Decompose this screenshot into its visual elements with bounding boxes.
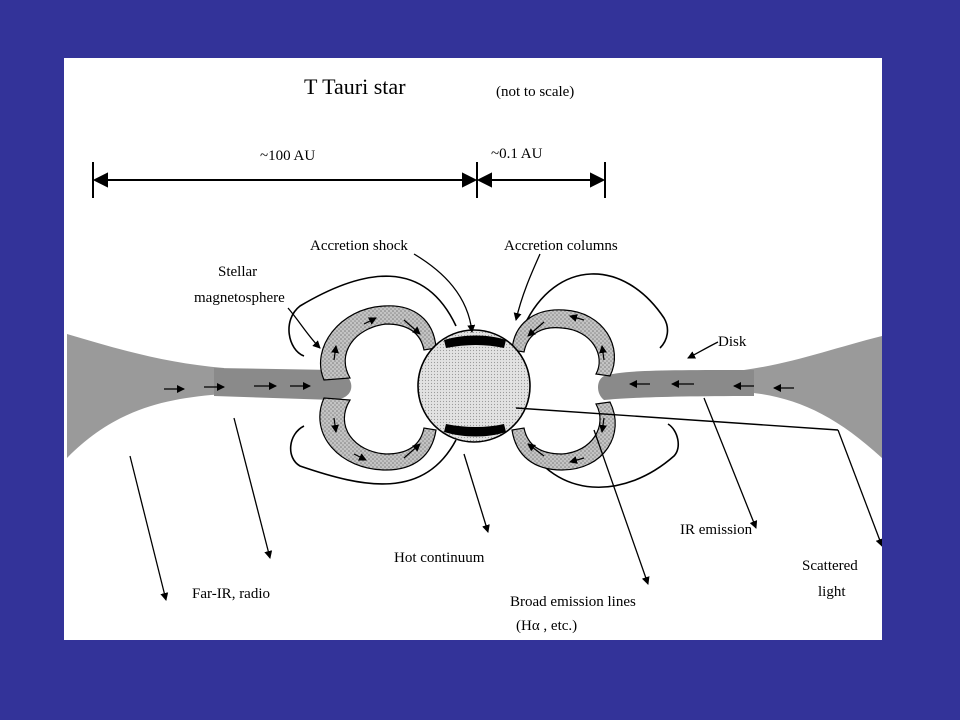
label-disk: Disk — [718, 334, 747, 350]
t-tauri-diagram: T Tauri star (not to scale) ~100 AU ~0.1… — [67, 74, 882, 634]
accretion-column-lower-right — [511, 401, 616, 471]
scale-bar-outer — [92, 162, 478, 198]
label-scattered-1: Scattered — [802, 558, 858, 574]
label-accretion-shock: Accretion shock — [310, 238, 408, 254]
label-hot-continuum: Hot continuum — [394, 550, 485, 566]
central-star — [417, 329, 531, 443]
accretion-column-upper-right — [511, 309, 615, 377]
label-far-ir: Far-IR, radio — [192, 586, 270, 602]
label-magnetosphere-1: Stellar — [218, 264, 257, 280]
accretion-shock-band-upper — [444, 335, 506, 348]
label-magnetosphere-2: magnetosphere — [194, 290, 285, 306]
outer-disk-right — [744, 336, 882, 458]
scale-bar-inner — [476, 162, 606, 198]
label-scattered-2: light — [818, 584, 846, 600]
label-accretion-columns: Accretion columns — [504, 238, 618, 254]
accretion-shock-band-lower — [444, 424, 506, 437]
accretion-column-lower-left — [319, 397, 437, 471]
scattered-light-ray — [515, 407, 839, 431]
label-broad-lines: Broad emission lines — [510, 594, 636, 610]
scale-note: (not to scale) — [496, 84, 574, 100]
inner-disk-right — [598, 370, 754, 400]
disk-flow-arrows-left — [164, 382, 311, 393]
outer-disk-left — [67, 334, 224, 458]
inner-disk-left — [214, 368, 352, 400]
column-flow-arrows — [331, 314, 607, 464]
pointer-arrows — [129, 253, 882, 601]
scale-label-outer: ~100 AU — [260, 148, 315, 164]
magnetosphere-field-lines — [288, 273, 680, 489]
accretion-columns — [319, 305, 616, 471]
scale-label-inner: ~0.1 AU — [491, 146, 543, 162]
diagram-title: T Tauri star — [304, 74, 406, 99]
figure-panel: T Tauri star (not to scale) ~100 AU ~0.1… — [64, 58, 882, 640]
label-h-alpha: (Hα , etc.) — [516, 618, 577, 634]
disk-flow-arrows-right — [629, 380, 794, 392]
accretion-column-upper-left — [319, 305, 437, 381]
label-ir-emission: IR emission — [680, 522, 753, 538]
